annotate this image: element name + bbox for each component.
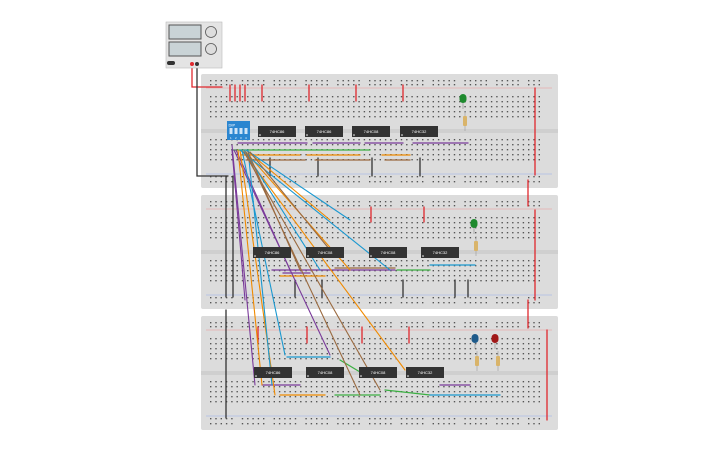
chip-body (306, 367, 344, 378)
pin1-marker (360, 375, 362, 377)
chip-label: 74HC08 (381, 250, 396, 255)
ic-chip-74hc86[interactable]: 74HC86 (305, 126, 343, 137)
wire[interactable] (245, 151, 361, 396)
chip-label: 74HC86 (266, 370, 281, 375)
pin1-marker (307, 375, 309, 377)
dip-position-label: 1 (230, 136, 232, 140)
led-blue[interactable] (471, 334, 479, 349)
led-red[interactable] (491, 334, 499, 349)
wire[interactable] (241, 149, 406, 371)
chip-body (254, 367, 292, 378)
voltage-knob[interactable] (205, 26, 217, 38)
pin1-marker (401, 134, 403, 136)
positive-terminal[interactable] (190, 62, 194, 66)
led-green[interactable] (470, 219, 478, 234)
dip-switch-label: DIP (229, 123, 236, 128)
chip-label: 74HC08 (364, 129, 379, 134)
ic-chip-74hc86[interactable]: 74HC86 (253, 247, 291, 258)
current-display (168, 41, 202, 57)
ic-chip-74hc86[interactable]: 74HC86 (254, 367, 292, 378)
pin1-marker (353, 134, 355, 136)
resistor[interactable] (475, 351, 479, 371)
negative-terminal[interactable] (195, 62, 199, 66)
pin1-marker (370, 255, 372, 257)
resistor-body (474, 241, 478, 251)
chip-body (352, 126, 390, 137)
wire[interactable] (245, 149, 351, 221)
resistor[interactable] (463, 111, 467, 131)
chip-label: 74HC32 (412, 129, 427, 134)
power-switch[interactable] (167, 61, 175, 65)
chip-label: 74HC86 (317, 129, 332, 134)
pin1-marker (259, 134, 261, 136)
current-knob[interactable] (205, 43, 217, 55)
pin1-marker (254, 255, 256, 257)
led-body (471, 334, 479, 343)
led-green[interactable] (459, 94, 467, 109)
chip-label: 74HC32 (418, 370, 433, 375)
chip-body (400, 126, 438, 137)
resistor-body (475, 356, 479, 366)
chip-body (369, 247, 407, 258)
power-supply[interactable] (165, 21, 223, 69)
dip-position-label: 3 (240, 136, 242, 140)
ic-chip-74hc08[interactable]: 74HC08 (306, 367, 344, 378)
chip-label: 74HC08 (371, 370, 386, 375)
chip-label: 74HC32 (433, 250, 448, 255)
wire[interactable] (237, 149, 263, 386)
ic-chip-74hc08[interactable]: 74HC08 (306, 247, 344, 258)
pin1-marker (422, 255, 424, 257)
pin1-marker (407, 375, 409, 377)
pin1-marker (306, 134, 308, 136)
chip-label: 74HC86 (265, 250, 280, 255)
ic-chip-74hc08[interactable]: 74HC08 (369, 247, 407, 258)
led-body (491, 334, 499, 343)
chip-body (305, 126, 343, 137)
chip-body (359, 367, 397, 378)
chip-body (421, 247, 459, 258)
ic-chip-74hc32[interactable]: 74HC32 (400, 126, 438, 137)
pin1-marker (307, 255, 309, 257)
wire[interactable] (247, 151, 301, 271)
wire[interactable] (231, 144, 256, 386)
wire[interactable] (384, 389, 431, 396)
wire[interactable] (231, 149, 246, 301)
wire[interactable] (249, 151, 331, 251)
chip-label: 74HC08 (318, 370, 333, 375)
ic-chip-74hc32[interactable]: 74HC32 (421, 247, 459, 258)
led-body (459, 94, 467, 103)
resistor[interactable] (496, 351, 500, 371)
ic-chip-74hc86[interactable]: 74HC86 (258, 126, 296, 137)
resistor-body (463, 116, 467, 126)
resistor-body (496, 356, 500, 366)
chip-body (258, 126, 296, 137)
chip-body (253, 247, 291, 258)
dip-switch-body (227, 121, 250, 140)
wire[interactable] (247, 149, 273, 386)
ic-chip-74hc08[interactable]: 74HC08 (352, 126, 390, 137)
led-body (470, 219, 478, 228)
dip-position-label: 4 (245, 136, 247, 140)
ic-chip-74hc08[interactable]: 74HC08 (359, 367, 397, 378)
pin1-marker (255, 375, 257, 377)
chip-body (306, 247, 344, 258)
wire[interactable] (191, 63, 223, 88)
chip-label: 74HC08 (318, 250, 333, 255)
voltage-display (168, 24, 202, 40)
chip-body (406, 367, 444, 378)
resistor[interactable] (474, 236, 478, 256)
wire[interactable] (245, 149, 331, 221)
dip-toggle-1[interactable] (229, 128, 233, 134)
dip-toggle-4[interactable] (244, 128, 248, 134)
dip-position-label: 2 (235, 136, 237, 140)
dip-toggle-3[interactable] (239, 128, 243, 134)
ic-chip-74hc32[interactable]: 74HC32 (406, 367, 444, 378)
dip-toggle-2[interactable] (234, 128, 238, 134)
chip-label: 74HC86 (270, 129, 285, 134)
wire[interactable] (243, 151, 381, 391)
wire[interactable] (196, 63, 229, 177)
